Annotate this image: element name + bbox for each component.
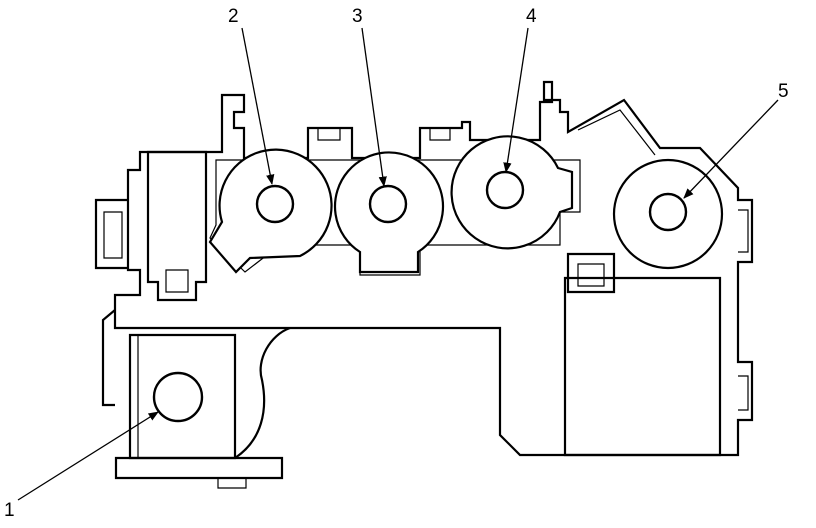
left-tab	[94, 198, 128, 270]
right-tab-lower	[738, 375, 749, 411]
socket-5-hole	[648, 192, 688, 232]
left-block	[146, 150, 208, 302]
left-flange	[101, 309, 116, 407]
terminal-curve	[234, 326, 291, 459]
terminal-foot	[217, 478, 247, 489]
socket-4-hole	[485, 170, 525, 210]
terminal-hole	[152, 371, 204, 423]
left-block-slot	[165, 269, 189, 293]
callout-label-5: 5	[778, 81, 789, 102]
socket-3	[333, 151, 445, 274]
notch-a	[317, 128, 341, 141]
callout-label-4: 4	[526, 6, 537, 27]
socket-4	[450, 135, 574, 250]
leader-4	[503, 27, 529, 174]
left-tab-inner	[103, 211, 123, 259]
right-tab-upper	[738, 209, 749, 253]
socket-3-hole	[368, 184, 408, 224]
callout-label-3: 3	[352, 6, 363, 27]
leader-2	[241, 27, 275, 186]
leader-3	[361, 27, 387, 188]
socket-2-hole	[255, 184, 295, 224]
terminal-base	[114, 456, 284, 480]
leader-5	[683, 99, 779, 199]
socket-2	[208, 148, 333, 274]
notch-b	[429, 128, 451, 141]
callout-label-2: 2	[228, 6, 239, 27]
relay-box-tab	[566, 252, 616, 294]
relay-box	[563, 276, 722, 457]
housing-outline	[113, 80, 754, 457]
diagonal-arm	[577, 109, 656, 156]
callout-label-1: 1	[4, 500, 15, 521]
relay-box-tab-inner	[577, 263, 605, 287]
leader-1	[17, 411, 159, 501]
